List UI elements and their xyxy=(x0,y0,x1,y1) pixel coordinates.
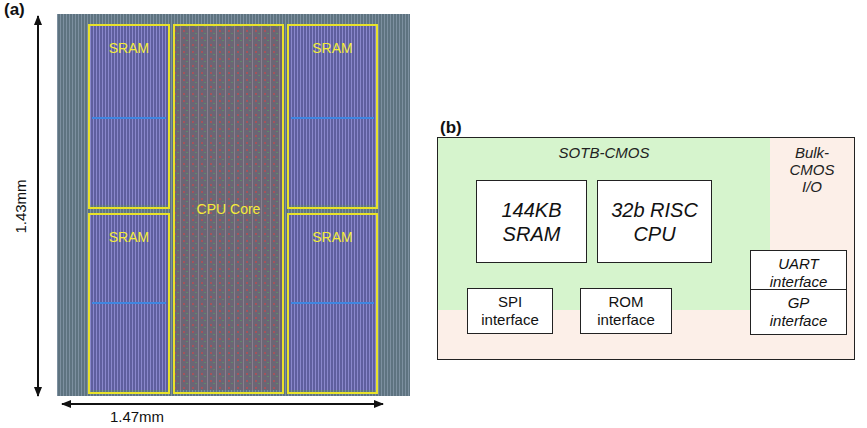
sram-box: 144KB SRAM xyxy=(476,180,587,263)
cpu-core-block: CPU Core xyxy=(173,24,284,394)
node-label: SOTB-CMOS xyxy=(559,144,650,161)
node-label: SPI interface xyxy=(475,293,545,329)
node-label: SRAM xyxy=(312,40,352,56)
bulk-io-region: Bulk-CMOS I/OUART interfaceGP interface xyxy=(770,138,854,359)
panel-label: (b) xyxy=(440,118,462,137)
sram-block: SRAM xyxy=(88,24,170,209)
node-label: SRAM xyxy=(109,229,149,245)
node-label: 144KB SRAM xyxy=(484,198,579,246)
sram-block: SRAM xyxy=(287,24,378,209)
sram-block: SRAM xyxy=(287,213,378,394)
node-label: 32b RISC CPU xyxy=(607,198,702,246)
cpu-box: 32b RISC CPU xyxy=(597,180,712,263)
node-label: Bulk-CMOS I/O xyxy=(782,144,842,195)
node-label: UART interface xyxy=(764,255,834,291)
rom-box: ROM interface xyxy=(580,288,672,334)
dimension-label: 1.47mm xyxy=(110,408,164,425)
spi-box: SPI interface xyxy=(467,288,553,334)
node-label: CPU Core xyxy=(197,201,261,217)
gp-box: GP interface xyxy=(750,289,847,335)
sram-block: SRAM xyxy=(88,213,170,394)
node-label: ROM interface xyxy=(591,293,661,329)
node-label: SRAM xyxy=(109,40,149,56)
dimension-label: 1.43mm xyxy=(12,179,29,233)
panel-label: (a) xyxy=(4,0,25,19)
sotb-region: SOTB-CMOS 144KB SRAM 32b RISC CPU xyxy=(438,138,770,310)
node-label: GP interface xyxy=(764,294,834,330)
node-label: SRAM xyxy=(312,229,352,245)
